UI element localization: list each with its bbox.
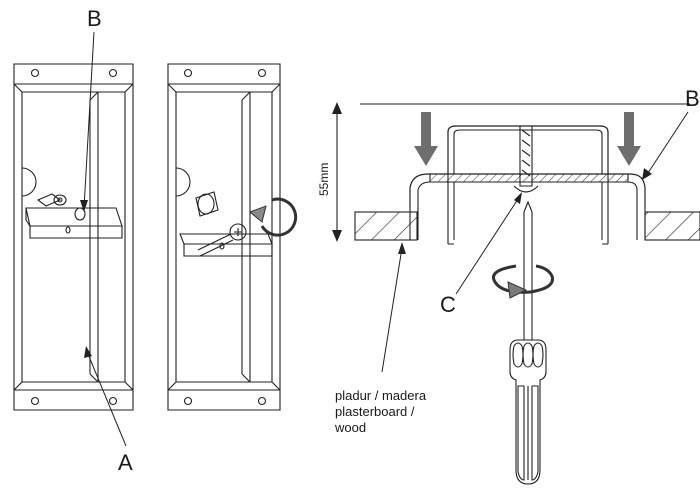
label-c: C (440, 292, 456, 317)
leader-b-left (83, 31, 95, 209)
screwdriver-icon (509, 200, 547, 485)
material-label-line2: plasterboard / (335, 404, 415, 419)
rotate-arrow-icon (249, 197, 298, 237)
plasterboard-wall (354, 211, 700, 241)
leader-a (87, 353, 127, 447)
leader-b-right (645, 111, 689, 177)
mounting-box-left (13, 63, 134, 411)
material-label-line1: pladur / madera (335, 388, 427, 403)
flush-box-section (409, 125, 646, 245)
svg-text:55mm: 55mm (317, 163, 331, 196)
label-b-left: B (87, 6, 102, 31)
label-a: A (118, 450, 133, 475)
leader-c (455, 195, 521, 295)
label-b-right: B (685, 86, 700, 111)
material-label-line3: wood (334, 420, 366, 435)
rotate-arrow-icon (491, 264, 555, 299)
mounting-box-middle (167, 63, 281, 411)
dimension-55mm: 55mm (317, 102, 690, 242)
down-arrow-icon (414, 112, 438, 166)
down-arrow-icon (617, 112, 641, 166)
leader-material (381, 247, 403, 373)
